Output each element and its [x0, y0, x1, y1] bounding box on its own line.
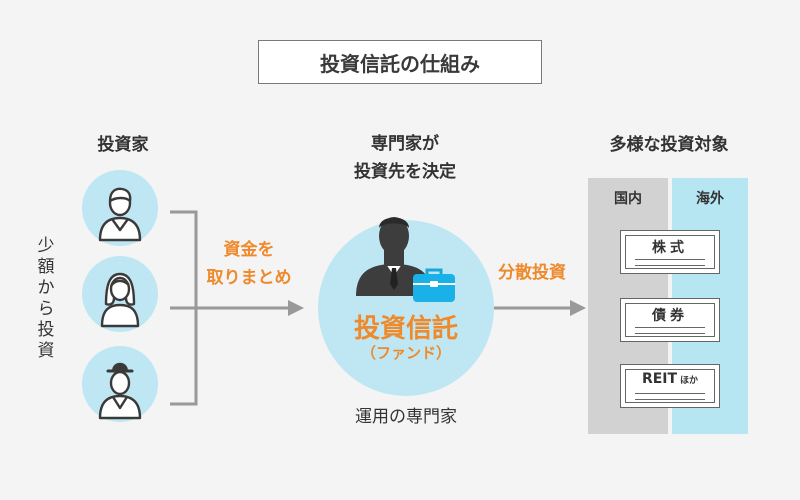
asset-card-border: [625, 369, 715, 403]
asset-lines-decor: [635, 327, 705, 334]
asset-stocks-card: 株式: [620, 230, 720, 274]
asset-bonds-card: 債券: [620, 298, 720, 342]
investor-woman-icon: [82, 256, 158, 332]
investor-man-icon: [82, 170, 158, 246]
collect-funds-line2: 取りまとめ: [206, 268, 292, 288]
asset-lines-decor: [635, 259, 705, 266]
collect-funds-line1: 資金を: [223, 240, 275, 260]
asset-reit-main: REIT: [641, 371, 678, 387]
asset-card-border: [625, 303, 715, 337]
vertical-char: 額: [37, 257, 55, 277]
asset-lines-decor: [635, 393, 705, 400]
overseas-header: 海外: [696, 191, 724, 207]
vertical-char: 少: [37, 236, 55, 256]
vertical-label-small-investment: 少 額 か ら 投 資: [36, 236, 56, 362]
diagram-title: 投資信託の仕組み: [258, 40, 542, 84]
fund-title: 投資信託: [353, 314, 458, 344]
fund-circle: [318, 220, 494, 396]
vertical-char: 資: [37, 341, 55, 361]
expert-line1: 専門家が: [371, 134, 439, 154]
asset-card-border: [625, 235, 715, 269]
expert-line2: 投資先を決定: [354, 162, 456, 182]
expert-decides-label: 専門家が 投資先を決定: [320, 130, 490, 186]
investor-hat-man-icon: [82, 346, 158, 422]
collect-funds-label: 資金を 取りまとめ: [200, 236, 298, 292]
fund-caption: 運用の専門家: [355, 407, 457, 427]
domestic-header: 国内: [614, 191, 642, 207]
right-arrow-head: [570, 300, 586, 316]
vertical-char: 投: [37, 320, 55, 340]
diversified-investment-label: 分散投資: [498, 263, 566, 283]
left-arrow-head: [288, 300, 304, 316]
asset-reit-small: ほか: [680, 376, 699, 386]
briefcase-icon: [413, 268, 455, 302]
asset-stocks-label: 株式: [652, 240, 688, 256]
fund-subtitle: （ファンド）: [360, 344, 451, 362]
vertical-char: ら: [37, 299, 55, 319]
investors-heading: 投資家: [97, 135, 149, 155]
vertical-char: か: [37, 278, 55, 298]
asset-bonds-label: 債券: [652, 308, 688, 324]
targets-heading: 多様な投資対象: [609, 135, 729, 155]
